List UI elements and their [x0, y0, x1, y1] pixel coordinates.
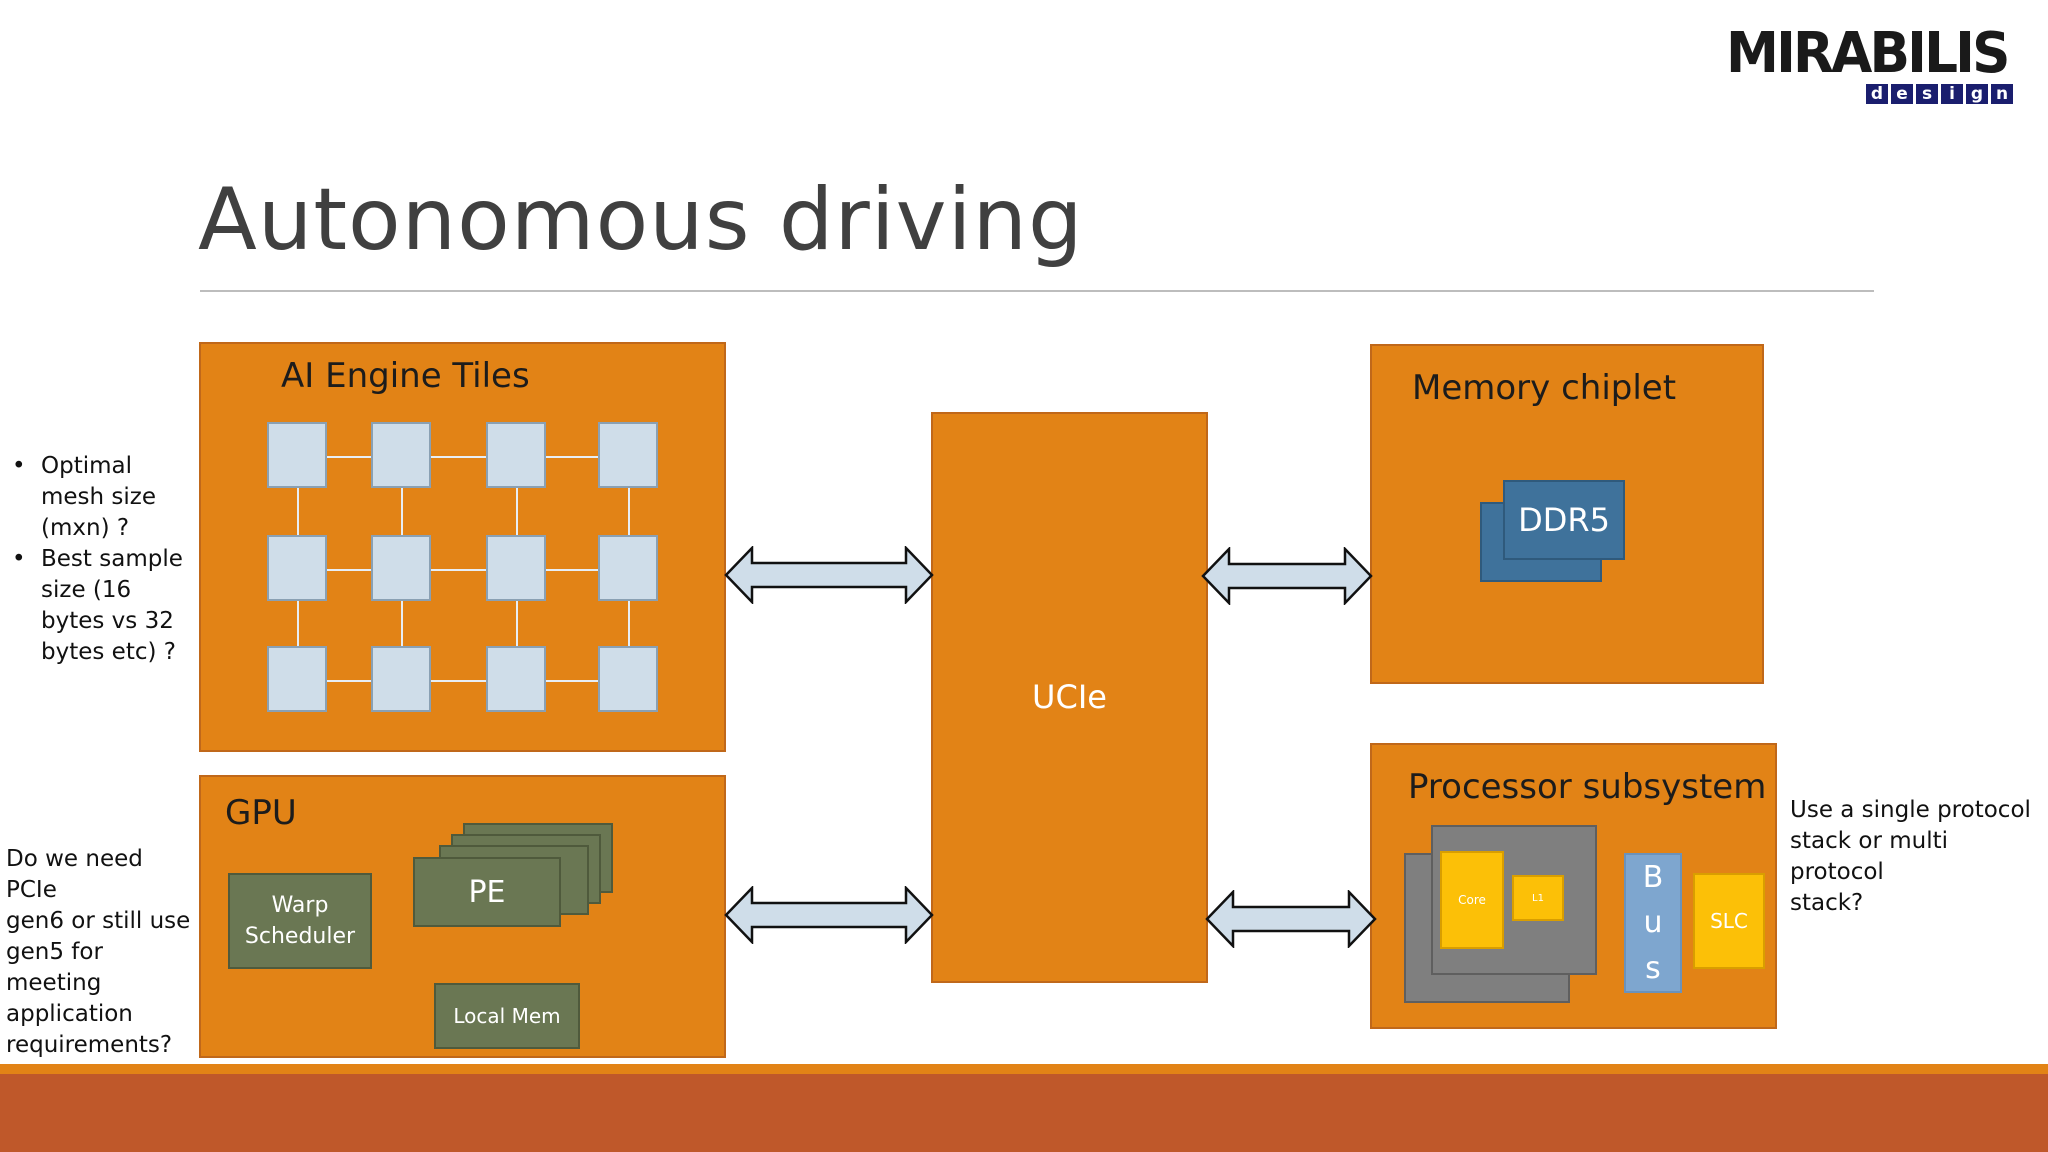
- gpu-note: Do we need PCIe gen6 or still use gen5 f…: [6, 844, 196, 1061]
- arrow-ucie-memory: [1201, 547, 1373, 605]
- gpu-block: GPU Warp Scheduler PE Local Mem: [199, 775, 726, 1058]
- ddr5-box: DDR5: [1503, 480, 1625, 560]
- ai-tile: [486, 535, 546, 601]
- ai-tile: [267, 422, 327, 488]
- page-title: Autonomous driving: [198, 170, 1084, 270]
- ai-tile: [267, 535, 327, 601]
- memory-chiplet-block: Memory chiplet DDR5: [1370, 344, 1764, 684]
- processor-subsystem-title: Processor subsystem: [1408, 767, 1767, 807]
- logo-letter: g: [1966, 84, 1988, 104]
- ai-tile: [486, 646, 546, 712]
- l1-box: L1: [1512, 875, 1564, 921]
- note-bullet-item: • Best sample size (16 bytes vs 32 bytes…: [10, 544, 190, 668]
- bus-box: B u s: [1624, 853, 1682, 993]
- footer-band: [0, 1074, 2048, 1152]
- ai-tile: [598, 535, 658, 601]
- logo-wordmark: MIRABILIS: [1726, 21, 2010, 86]
- ai-tile: [486, 422, 546, 488]
- note-line: gen5 for meeting: [6, 939, 103, 996]
- arrow-gpu-ucie: [724, 886, 934, 944]
- pe-box: PE: [413, 857, 561, 927]
- core-box: Core: [1440, 851, 1504, 949]
- note-line: size (16: [41, 577, 132, 603]
- slc-box: SLC: [1693, 873, 1765, 969]
- note-line: bytes etc) ?: [41, 639, 176, 665]
- ucie-label: UCIe: [1032, 678, 1107, 716]
- note-line: Do we need PCIe: [6, 846, 143, 903]
- mesh-link: [301, 456, 621, 458]
- bus-letter: B: [1642, 860, 1664, 896]
- logo-letter: s: [1916, 84, 1938, 104]
- ai-tile: [267, 646, 327, 712]
- local-mem-box: Local Mem: [434, 983, 580, 1049]
- note-line: stack?: [1790, 890, 1864, 916]
- warp-scheduler-label-line1: Warp: [271, 893, 329, 918]
- logo-letter: d: [1866, 84, 1888, 104]
- warp-scheduler-label-line2: Scheduler: [244, 924, 356, 949]
- ai-tile: [371, 535, 431, 601]
- arrow-ai-ucie: [724, 546, 934, 604]
- note-line: application: [6, 1001, 133, 1027]
- mesh-link: [301, 569, 621, 571]
- note-bullet-item: • Optimal mesh size (mxn) ?: [10, 451, 190, 544]
- bus-letter: s: [1645, 950, 1661, 986]
- mesh-link: [301, 680, 621, 682]
- title-divider: [200, 290, 1874, 292]
- ai-engine-tiles-block: AI Engine Tiles: [199, 342, 726, 752]
- note-line: requirements?: [6, 1032, 173, 1058]
- ai-tile: [598, 422, 658, 488]
- note-line: gen6 or still use: [6, 908, 191, 934]
- memory-chiplet-title: Memory chiplet: [1412, 368, 1677, 408]
- bus-letter: u: [1643, 905, 1663, 941]
- ai-tile: [371, 646, 431, 712]
- logo-letter: e: [1891, 84, 1913, 104]
- gpu-title: GPU: [225, 793, 297, 833]
- note-line: Use a single protocol: [1790, 797, 2031, 823]
- note-line: (mxn) ?: [41, 515, 130, 541]
- processor-note: Use a single protocol stack or multi pro…: [1790, 795, 2040, 919]
- ai-tile: [371, 422, 431, 488]
- note-line: Optimal: [41, 453, 133, 479]
- logo-letter: i: [1941, 84, 1963, 104]
- arrow-ucie-processor: [1205, 890, 1377, 948]
- ucie-block: UCIe: [931, 412, 1208, 983]
- processor-subsystem-block: Processor subsystem Core L1 B u s SLC: [1370, 743, 1777, 1029]
- warp-scheduler-box: Warp Scheduler: [228, 873, 372, 969]
- note-line: Best sample: [41, 546, 183, 572]
- ai-notes-list: • Optimal mesh size (mxn) ? • Best sampl…: [10, 451, 190, 668]
- ai-tile: [598, 646, 658, 712]
- footer-stripe: [0, 1064, 2048, 1074]
- note-line: mesh size: [41, 484, 157, 510]
- bullet-icon: •: [12, 453, 26, 479]
- logo-letter: n: [1991, 84, 2013, 104]
- bullet-icon: •: [12, 546, 26, 572]
- note-line: stack or multi protocol: [1790, 828, 1948, 885]
- note-line: bytes vs 32: [41, 608, 174, 634]
- ai-engine-title: AI Engine Tiles: [281, 356, 530, 396]
